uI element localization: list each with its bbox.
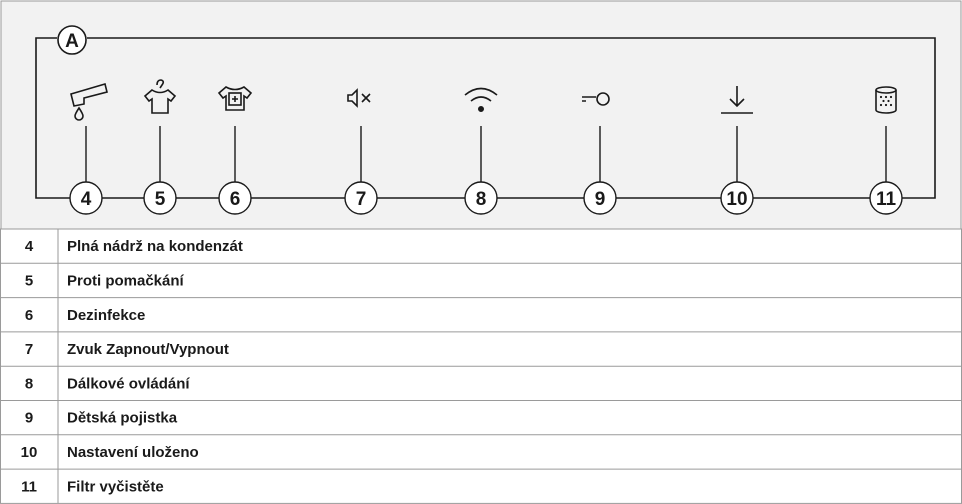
callout-10: 10 xyxy=(720,126,754,215)
callout-number: 5 xyxy=(155,189,166,210)
row-description: Zvuk Zapnout/Vypnout xyxy=(67,341,229,358)
row-number: 6 xyxy=(25,307,33,324)
callout-4: 4 xyxy=(69,126,103,215)
callout-6: 6 xyxy=(218,126,252,215)
callout-number: 4 xyxy=(81,189,92,210)
row-description: Dálkové ovládání xyxy=(67,375,190,392)
row-number: 8 xyxy=(25,375,33,392)
callout-circle xyxy=(464,181,498,215)
row-number: 9 xyxy=(25,410,33,427)
row-description: Plná nádrž na kondenzát xyxy=(67,238,243,255)
disinfection-shirt-icon xyxy=(217,86,253,111)
callout-circle xyxy=(69,181,103,215)
row-description: Dezinfekce xyxy=(67,307,145,324)
table-row: 8 Dálkové ovládání xyxy=(0,365,962,392)
row-number: 4 xyxy=(25,238,34,255)
callout-number: 8 xyxy=(476,189,487,210)
row-number: 10 xyxy=(21,444,38,461)
callout-7: 7 xyxy=(344,126,378,215)
callout-circle xyxy=(583,181,617,215)
condenser-tank-full-icon xyxy=(70,82,108,121)
table-row: 6 Dezinfekce xyxy=(0,297,962,324)
callout-number: 7 xyxy=(356,189,367,210)
table-row: 4 Plná nádrž na kondenzát xyxy=(25,238,243,255)
callout-number: 6 xyxy=(230,189,241,210)
callout-circle xyxy=(720,181,754,215)
callout-number: 11 xyxy=(876,189,897,210)
settings-saved-download-icon xyxy=(721,86,753,114)
row-number: 11 xyxy=(21,478,37,495)
callout-circle xyxy=(344,181,378,215)
sound-off-icon xyxy=(347,88,371,108)
callout-11: 11 xyxy=(869,126,903,215)
callout-circle xyxy=(218,181,252,215)
row-description: Filtr vyčistěte xyxy=(67,478,164,495)
table-row: 10 Nastavení uloženo xyxy=(0,434,962,461)
panel-label-a: A xyxy=(57,25,87,55)
row-description: Dětská pojistka xyxy=(67,410,178,427)
table-row: 11 Filtr vyčistěte xyxy=(0,468,962,495)
wifi-remote-control-icon xyxy=(464,87,498,113)
callout-number: 10 xyxy=(726,189,747,210)
table-row: 5 Proti pomačkání xyxy=(0,262,962,289)
row-number: 5 xyxy=(25,272,33,289)
anti-crease-shirt-icon xyxy=(143,79,177,114)
callout-8: 8 xyxy=(464,126,498,215)
callout-circle xyxy=(143,181,177,215)
child-lock-key-icon xyxy=(582,92,610,106)
callout-number: 9 xyxy=(595,189,606,210)
callout-circle xyxy=(869,181,903,215)
table-row: 7 Zvuk Zapnout/Vypnout xyxy=(0,331,962,358)
row-number: 7 xyxy=(25,341,33,358)
callout-9: 9 xyxy=(583,126,617,215)
row-description: Proti pomačkání xyxy=(67,272,185,289)
table-row: 9 Dětská pojistka xyxy=(0,400,962,427)
legend-table: 4 Plná nádrž na kondenzát 5 Proti pomačkání… xyxy=(0,228,962,504)
filter-clean-icon xyxy=(875,86,897,114)
row-description: Nastavení uloženo xyxy=(67,444,199,461)
callout-5: 5 xyxy=(143,126,177,215)
svg-text:A: A xyxy=(65,31,79,52)
